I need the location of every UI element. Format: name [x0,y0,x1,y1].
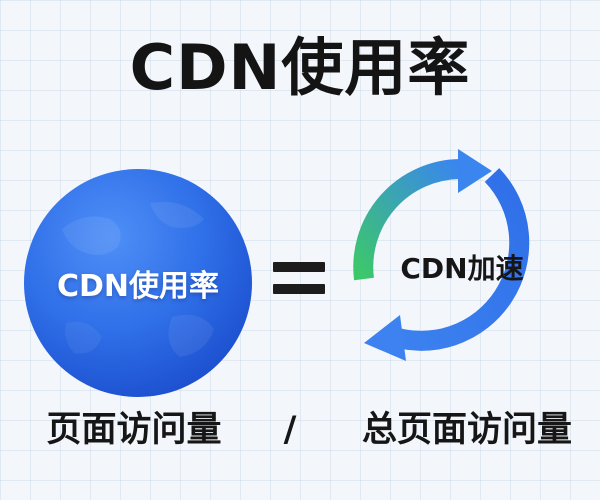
formula-numerator: 页面访问量 [46,410,222,450]
cdn-usage-globe: CDN使用率 [22,167,254,399]
cycle-arrows-icon [353,149,530,361]
cdn-acceleration-cycle: CDN加速 [342,147,582,387]
cdn-usage-label: CDN使用率 [56,269,220,304]
equals-sign [273,262,325,296]
formula-denominator: 总页面访问量 [361,410,572,450]
globe-icon [24,169,252,397]
equals-top-bar [273,262,325,272]
equals-bottom-bar [273,284,325,294]
formula-divider: / [283,410,297,450]
page-title: CDN使用率 [129,31,471,104]
cdn-acceleration-label: CDN加速 [400,252,524,285]
